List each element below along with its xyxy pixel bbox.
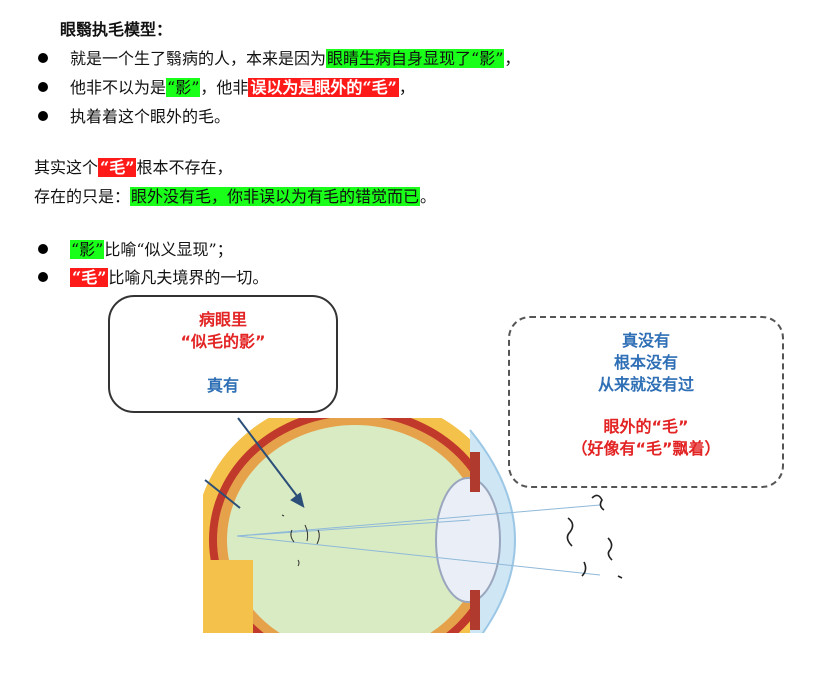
box-no-hair: 真没有 根本没有 从来就没有过 眼外的“毛” （好像有“毛”飘着） xyxy=(508,316,784,488)
bullet-item-3: 执着着这个眼外的毛。 xyxy=(38,103,230,127)
bullet-dot-icon xyxy=(38,52,48,63)
box-disease-shadow: 病眼里 “似毛的影” 真有 xyxy=(108,295,338,413)
text: 比喻凡夫境界的一切。 xyxy=(108,268,269,287)
bullet-dot-icon xyxy=(38,81,48,92)
red-highlight: “毛” xyxy=(98,158,137,177)
text: 他非不以为是 xyxy=(70,78,167,97)
text: ， xyxy=(504,49,521,68)
text: 就是一个生了翳病的人，本来是因为 xyxy=(70,49,327,68)
red-highlight: 误以为是眼外的“毛” xyxy=(248,78,399,97)
vitreous-body xyxy=(227,425,483,633)
text: 执着着这个眼外的毛。 xyxy=(70,107,231,126)
floaters-outside xyxy=(566,494,623,579)
box-left-line3: 真有 xyxy=(206,376,239,395)
bullet-item-2: 他非不以为是“影”，他非误以为是眼外的“毛”， xyxy=(38,74,415,98)
light-rays xyxy=(236,504,601,576)
iris-bottom xyxy=(470,590,480,630)
box-right-line5: （好像有“毛”飘着） xyxy=(571,439,721,458)
green-highlight: 眼睛生病自身显现了“影” xyxy=(326,49,505,68)
green-highlight: “影” xyxy=(70,240,105,259)
bullet-item-5: “毛”比喻凡夫境界的一切。 xyxy=(38,264,268,288)
box-right-line4: 眼外的“毛” xyxy=(603,417,689,436)
text: ，他非 xyxy=(200,78,249,97)
green-highlight: 眼外没有毛，你非误以为有毛的错觉而已 xyxy=(130,187,421,206)
bullet-item-1: 就是一个生了翳病的人，本来是因为眼睛生病自身显现了“影”， xyxy=(38,45,520,69)
box-left-line1: 病眼里 xyxy=(198,310,247,329)
floaters-inside xyxy=(281,514,320,567)
box-right-line3: 从来就没有过 xyxy=(597,375,694,394)
bullet-dot-icon xyxy=(38,110,48,121)
pointer-arrows xyxy=(204,417,305,509)
box-right-line2: 根本没有 xyxy=(613,353,678,372)
para-line-1: 其实这个“毛”根本不存在， xyxy=(34,154,232,178)
lens xyxy=(435,477,501,603)
page-title: 眼翳执毛模型： xyxy=(60,20,173,39)
text: 。 xyxy=(420,187,437,206)
bullet-item-4: “影”比喻“似义显现”； xyxy=(38,236,233,260)
text: 其实这个 xyxy=(34,158,99,177)
box-right-line1: 真没有 xyxy=(621,331,670,350)
text: 存在的只是： xyxy=(34,187,131,206)
box-left-line2: “似毛的影” xyxy=(180,332,266,351)
text: 根本不存在， xyxy=(136,158,233,177)
optic-nerve xyxy=(203,560,253,633)
para-line-2: 存在的只是：眼外没有毛，你非误以为有毛的错觉而已。 xyxy=(34,183,436,207)
text: 比喻“似义显现”； xyxy=(104,240,233,259)
red-highlight: “毛” xyxy=(70,268,109,287)
eye-cross-section xyxy=(203,418,516,633)
bullet-dot-icon xyxy=(38,243,48,254)
text: ， xyxy=(398,78,415,97)
iris-top xyxy=(470,452,480,492)
green-highlight: “影” xyxy=(166,78,201,97)
bullet-dot-icon xyxy=(38,271,48,282)
